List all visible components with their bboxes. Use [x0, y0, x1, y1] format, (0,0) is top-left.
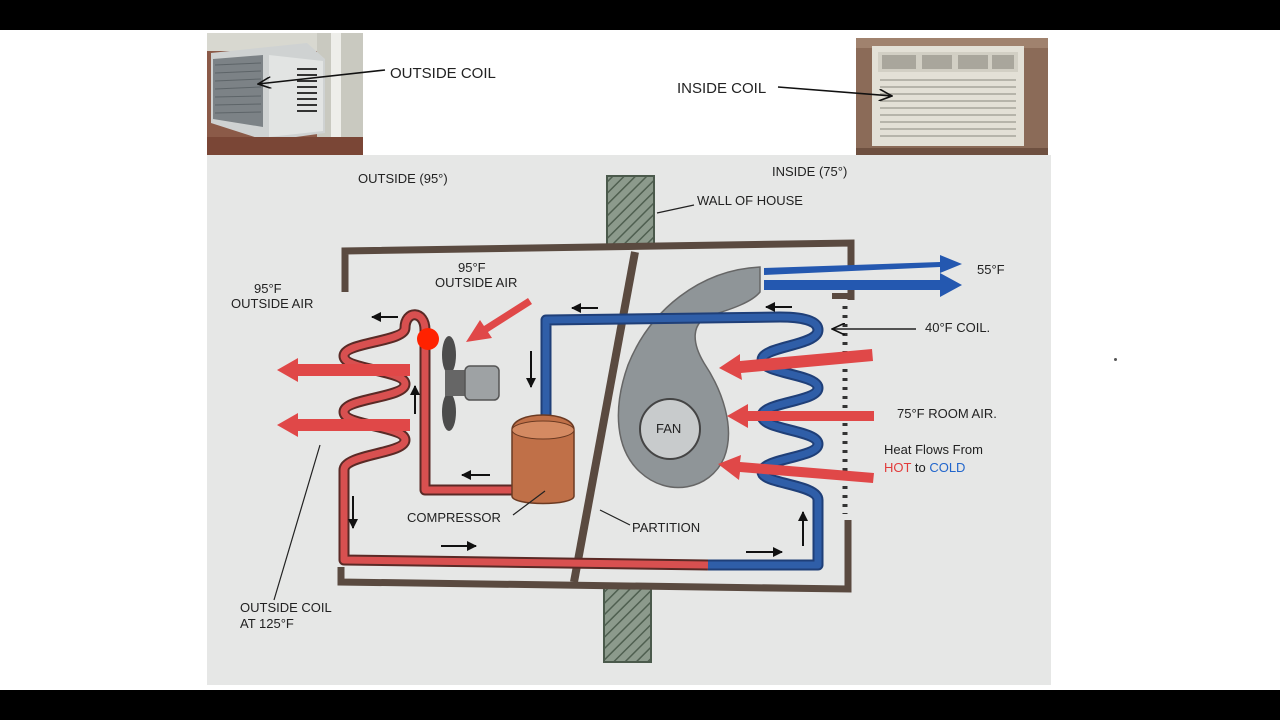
partition-label: PARTITION — [632, 520, 701, 535]
slide: OUTSIDE COIL INSIDE COIL — [0, 30, 1280, 690]
fan-motor-icon — [464, 365, 500, 401]
heat-flows-text: Heat Flows From — [884, 442, 983, 457]
partition-wall — [570, 251, 639, 583]
coil-temp-label: 40°F COIL. — [925, 320, 991, 335]
to-text: to — [914, 459, 926, 475]
outside-unit-illustration — [207, 33, 363, 155]
compressor-label: COMPRESSOR — [407, 510, 501, 525]
outside-air-left-label: OUTSIDE AIR — [231, 296, 314, 311]
room-air-label: 75°F ROOM AIR. — [897, 406, 997, 421]
outside-coil-photo — [207, 33, 363, 155]
callout-lines — [273, 204, 916, 601]
outside-coil-temp-value: AT 125°F — [240, 616, 294, 631]
stray-dot — [1114, 358, 1117, 361]
hot-spot-marker — [417, 328, 439, 350]
outside-air-left-temp: 95°F — [254, 281, 282, 296]
fan-propeller-icon — [442, 336, 465, 431]
wall-upper — [606, 175, 655, 249]
hot-air-arrows — [277, 298, 532, 437]
compressor-unit — [511, 414, 575, 505]
fan-label: FAN — [656, 421, 682, 436]
cold-text: COLD — [929, 459, 966, 475]
cold-air-arrows — [764, 255, 962, 297]
hot-text: HOT — [884, 459, 912, 475]
supply-air-temp-label: 55°F — [977, 262, 1005, 277]
heat-flows-label: Heat Flows From HOT to COLD — [884, 441, 983, 476]
inside-temp-label: INSIDE (75°) — [772, 164, 848, 179]
wall-of-house-label: WALL OF HOUSE — [697, 193, 803, 208]
outside-coil-pointer — [258, 69, 386, 84]
outside-air-center-label: OUTSIDE AIR — [435, 275, 518, 290]
room-air-arrows — [718, 349, 874, 483]
wall-lower — [603, 587, 652, 663]
inside-coil-photo-label: INSIDE COIL — [677, 80, 767, 97]
blower-fan-icon — [639, 398, 701, 460]
ac-cycle-diagram — [0, 69, 962, 663]
outside-coil-photo-label: OUTSIDE COIL — [390, 65, 496, 82]
condenser-coil — [338, 309, 709, 571]
flow-arrows — [348, 302, 808, 557]
inside-coil-pointer — [777, 86, 892, 96]
outside-temp-label: OUTSIDE (95°) — [358, 171, 448, 186]
outside-air-center-temp: 95°F — [458, 260, 486, 275]
outside-coil-temp-label: OUTSIDE COIL — [240, 600, 332, 615]
